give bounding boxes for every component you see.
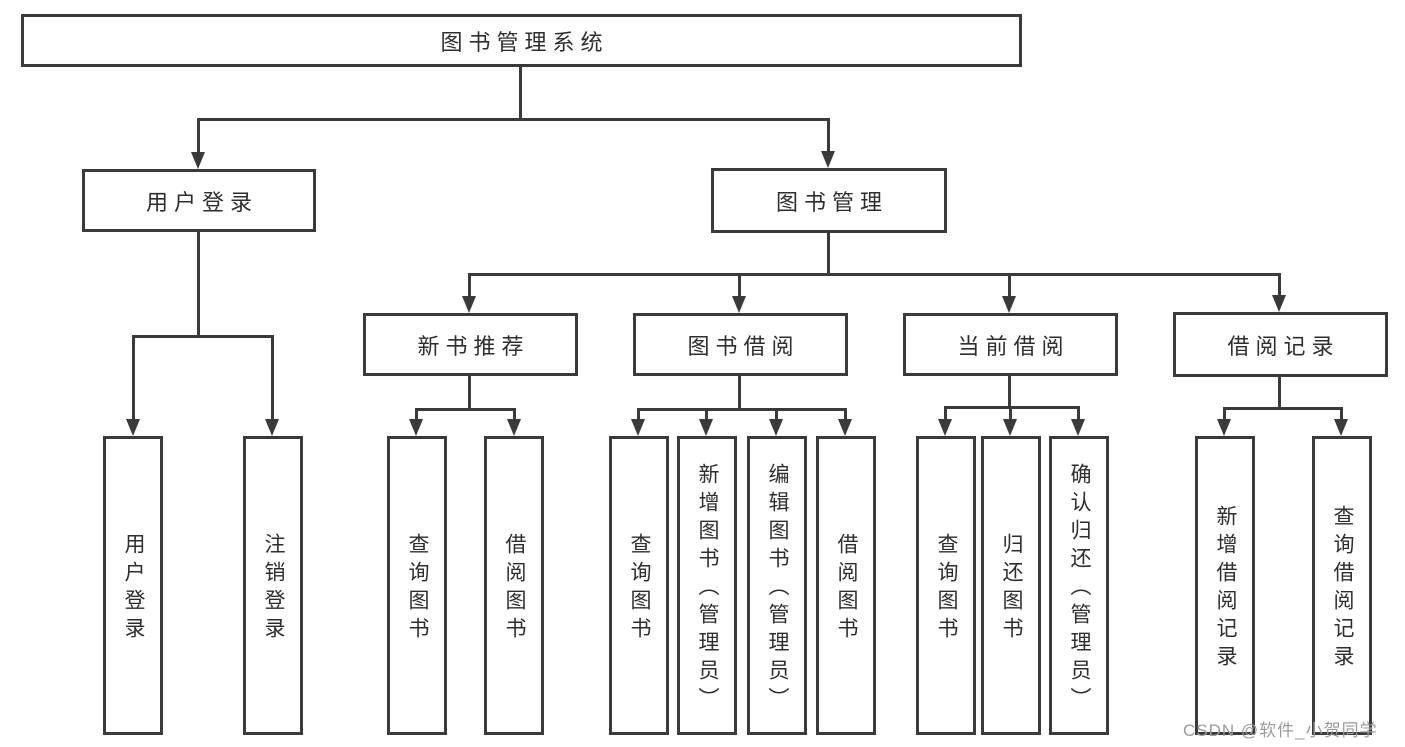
connector-line [197,118,830,121]
arrowhead-down-icon [507,419,521,436]
connector-line [519,67,522,121]
connector-line [1008,376,1011,409]
node-label: 用户登录 [145,189,258,215]
connector-line [132,335,274,338]
arrowhead-down-icon [1272,295,1286,312]
connector-line [1223,408,1226,424]
node-new-book-recommend: 新书推荐 [363,313,578,376]
connector-line [827,119,830,156]
connector-line [468,376,471,411]
leaf-label: 查询图书 [935,533,959,645]
arrowhead-down-icon [126,419,140,436]
connector-line [197,119,200,157]
leaf-label: 注销登录 [262,533,286,645]
connector-line [827,233,830,276]
node-user-login: 用户登录 [82,169,316,232]
arrowhead-down-icon [409,419,423,436]
connector-line [637,409,640,424]
connector-line [1223,407,1343,410]
arrowhead-down-icon [462,296,476,313]
arrowhead-down-icon [769,419,783,436]
connector-line [944,407,947,424]
node-book-borrow: 图书借阅 [633,313,848,376]
node-label: 图书借阅 [687,333,800,359]
leaf-bb-borrow-books: 借阅图书 [816,436,876,735]
arrowhead-down-icon [265,419,279,436]
leaf-br-query-record: 查询借阅记录 [1312,436,1372,735]
connector-line [468,274,471,301]
leaf-label: 归还图书 [1000,533,1024,645]
node-book-management: 图书管理 [711,168,947,233]
node-label: 当前借阅 [957,333,1070,359]
connector-line [844,409,847,424]
arrowhead-down-icon [732,296,746,313]
node-label: 新书推荐 [417,333,530,359]
connector-line [468,273,1281,276]
arrowhead-down-icon [938,419,952,436]
connector-line [1278,274,1281,300]
leaf-bb-add-books-admin: 新增图书（管理员） [677,436,737,735]
connector-line [132,336,135,424]
node-label: 图书管理系统 [440,29,609,55]
connector-line [513,409,516,424]
connector-line [775,409,778,424]
node-current-borrow: 当前借阅 [903,313,1118,376]
connector-line [1008,274,1011,301]
arrowhead-down-icon [1217,419,1231,436]
leaf-nb-borrow-books: 借阅图书 [484,436,544,735]
arrowhead-down-icon [1334,419,1348,436]
connector-line [1340,408,1343,424]
connector-line [1278,377,1281,410]
leaf-br-add-record: 新增借阅记录 [1195,436,1255,735]
leaf-cb-query-books: 查询图书 [916,436,976,735]
arrowhead-down-icon [1003,419,1017,436]
leaf-label: 确认归还（管理员） [1068,463,1092,715]
arrowhead-down-icon [821,151,835,168]
node-borrow-records: 借阅记录 [1173,312,1388,377]
node-label: 借阅记录 [1227,333,1340,359]
csdn-watermark: CSDN @软件_小贺同学 [1183,721,1378,740]
leaf-label: 新增借阅记录 [1214,505,1238,673]
connector-line [738,274,741,301]
leaf-bb-query-books: 查询图书 [609,436,669,735]
arrowhead-down-icon [699,419,713,436]
leaf-label: 查询借阅记录 [1331,505,1355,673]
node-label: 图书管理 [775,189,888,215]
connector-line [415,409,418,424]
leaf-bb-edit-books-admin: 编辑图书（管理员） [747,436,807,735]
arrowhead-down-icon [1002,296,1016,313]
arrowhead-down-icon [631,419,645,436]
leaf-logout: 注销登录 [243,436,303,735]
arrowhead-down-icon [191,152,205,169]
node-library-management-system: 图书管理系统 [21,14,1022,67]
leaf-user-login: 用户登录 [103,436,163,735]
connector-line [944,406,1080,409]
connector-line [637,408,847,411]
leaf-label: 借阅图书 [835,533,859,645]
arrowhead-down-icon [1071,419,1085,436]
leaf-label: 查询图书 [406,533,430,645]
connector-line [705,409,708,424]
leaf-label: 新增图书（管理员） [696,463,720,715]
connector-line [1077,407,1080,424]
leaf-label: 借阅图书 [503,533,527,645]
leaf-label: 编辑图书（管理员） [766,463,790,715]
leaf-cb-confirm-return-admin: 确认归还（管理员） [1049,436,1109,735]
connector-line [1009,407,1012,424]
connector-line [197,232,200,338]
leaf-cb-return-books: 归还图书 [981,436,1041,735]
connector-line [271,336,274,424]
connector-line [415,408,516,411]
arrowhead-down-icon [838,419,852,436]
leaf-nb-query-books: 查询图书 [387,436,447,735]
connector-line [738,376,741,411]
leaf-label: 查询图书 [628,533,652,645]
leaf-label: 用户登录 [122,533,146,645]
